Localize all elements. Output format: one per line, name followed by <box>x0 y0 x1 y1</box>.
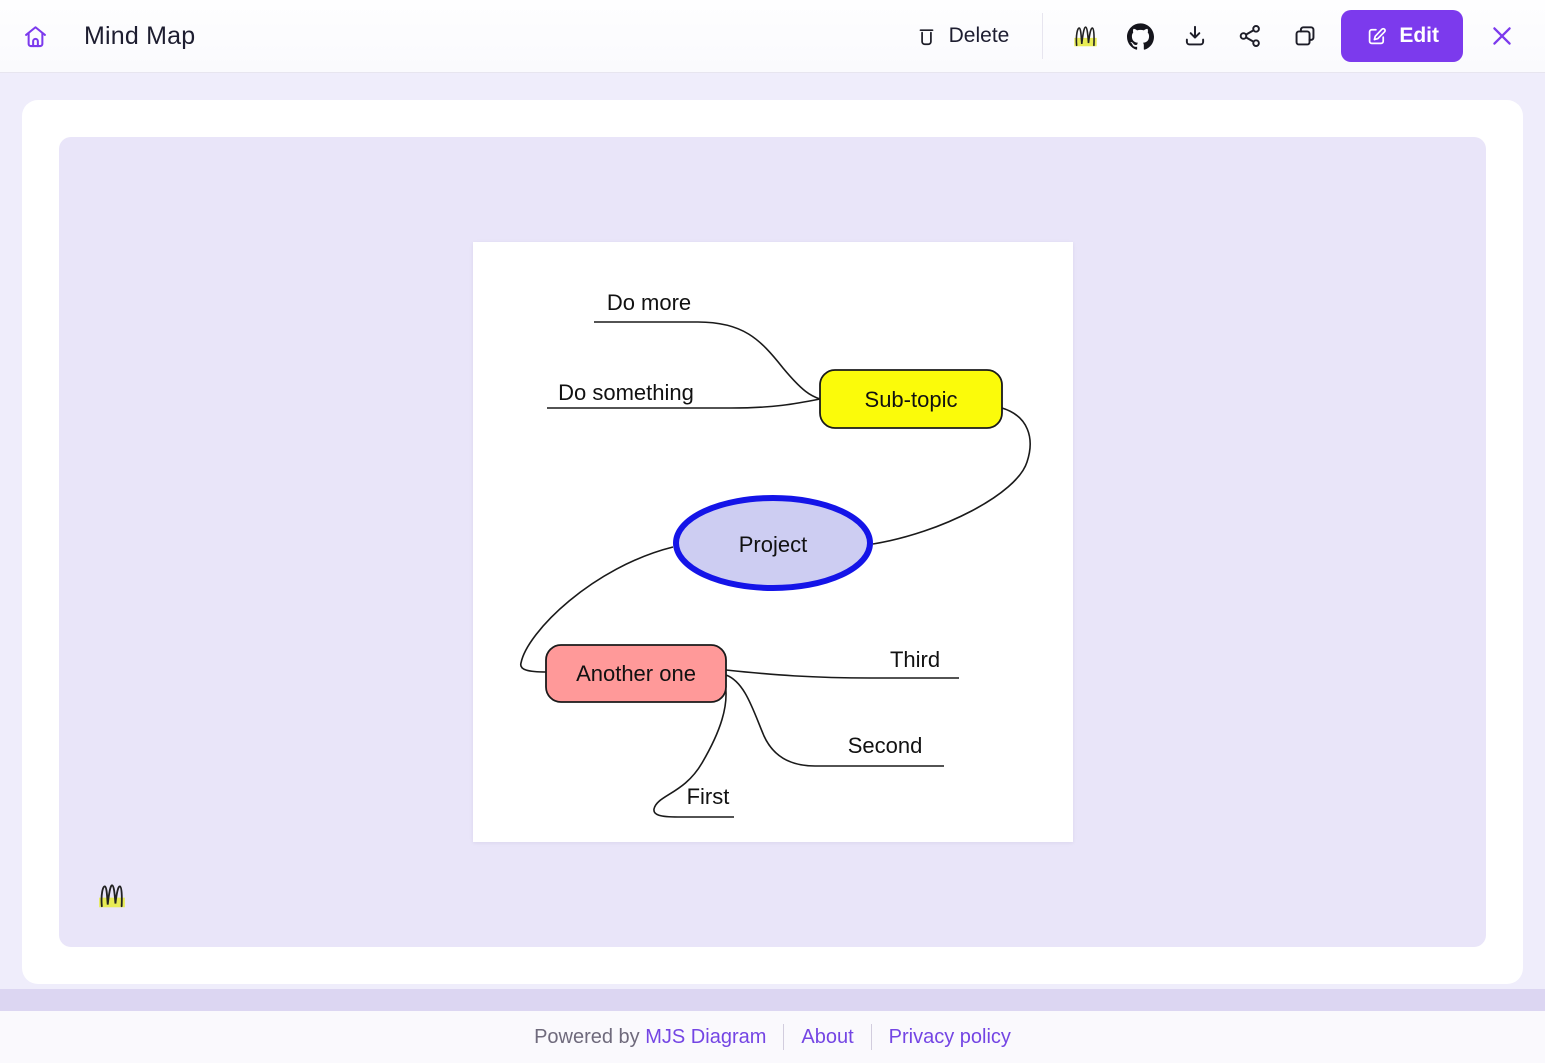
close-button[interactable] <box>1481 15 1523 57</box>
trash-icon <box>919 28 934 45</box>
toolbar: Mind Map Delete <box>0 0 1545 73</box>
mindmap-canvas: Sub-topic Project Another one Do more Do… <box>472 242 1073 842</box>
delete-button[interactable]: Delete <box>903 16 1022 56</box>
main-area: Sub-topic Project Another one Do more Do… <box>0 73 1545 989</box>
edge-root-another <box>519 546 673 673</box>
brand-link[interactable]: MJS Diagram <box>645 1025 767 1048</box>
node-another-shape <box>544 644 727 703</box>
about-link[interactable]: About <box>801 1025 854 1048</box>
github-icon <box>1126 22 1154 50</box>
copy-button[interactable] <box>1284 15 1326 57</box>
leaf-do-more-label: Do more <box>606 290 690 315</box>
edge-first <box>652 678 734 818</box>
edge-do-more <box>593 321 820 400</box>
toolbar-icon-group <box>1064 15 1326 57</box>
copy-icon <box>1295 26 1315 46</box>
node-root-label: Project <box>738 532 806 557</box>
content-card: Sub-topic Project Another one Do more Do… <box>22 100 1523 984</box>
footer-divider <box>870 1024 872 1050</box>
footer-divider <box>783 1024 785 1050</box>
mermaid-logo-icon <box>1074 26 1097 47</box>
mermaid-watermark <box>97 879 127 917</box>
leaf-second-label: Second <box>847 733 922 758</box>
mermaid-logo-icon <box>99 884 125 908</box>
node-another-label: Another one <box>576 661 696 686</box>
page-background-strip <box>0 989 1545 1011</box>
download-icon <box>1186 25 1205 46</box>
close-icon <box>1493 27 1511 45</box>
footer: Powered by MJS Diagram About Privacy pol… <box>0 1011 1545 1063</box>
toolbar-divider <box>1042 13 1044 59</box>
node-subtopic-shape <box>818 369 1003 429</box>
leaf-do-something-label: Do something <box>558 380 694 405</box>
edge-third <box>725 669 959 679</box>
edit-label: Edit <box>1399 24 1439 47</box>
download-button[interactable] <box>1174 15 1216 57</box>
powered-by-label: Powered by <box>534 1025 640 1048</box>
leaf-first-label: First <box>686 784 729 809</box>
powered-by-text: Powered by MJS Diagram <box>534 1026 766 1049</box>
node-root-shape <box>672 495 873 591</box>
delete-label: Delete <box>948 24 1010 47</box>
home-button[interactable] <box>14 15 56 57</box>
edge-second <box>725 674 944 767</box>
share-icon <box>1240 25 1261 47</box>
edge-do-something <box>546 398 820 409</box>
edit-icon <box>1369 27 1387 44</box>
node-subtopic-label: Sub-topic <box>864 387 957 412</box>
mermaid-logo-button[interactable] <box>1064 15 1106 57</box>
preview-panel: Sub-topic Project Another one Do more Do… <box>59 137 1486 947</box>
leaf-third-label: Third <box>889 647 939 672</box>
github-button[interactable] <box>1119 15 1161 57</box>
page-title: Mind Map <box>84 21 196 50</box>
share-button[interactable] <box>1229 15 1271 57</box>
edge-subtopic-root <box>872 407 1031 545</box>
home-icon <box>24 25 46 47</box>
edit-button[interactable]: Edit <box>1341 10 1463 62</box>
privacy-link[interactable]: Privacy policy <box>888 1025 1011 1048</box>
